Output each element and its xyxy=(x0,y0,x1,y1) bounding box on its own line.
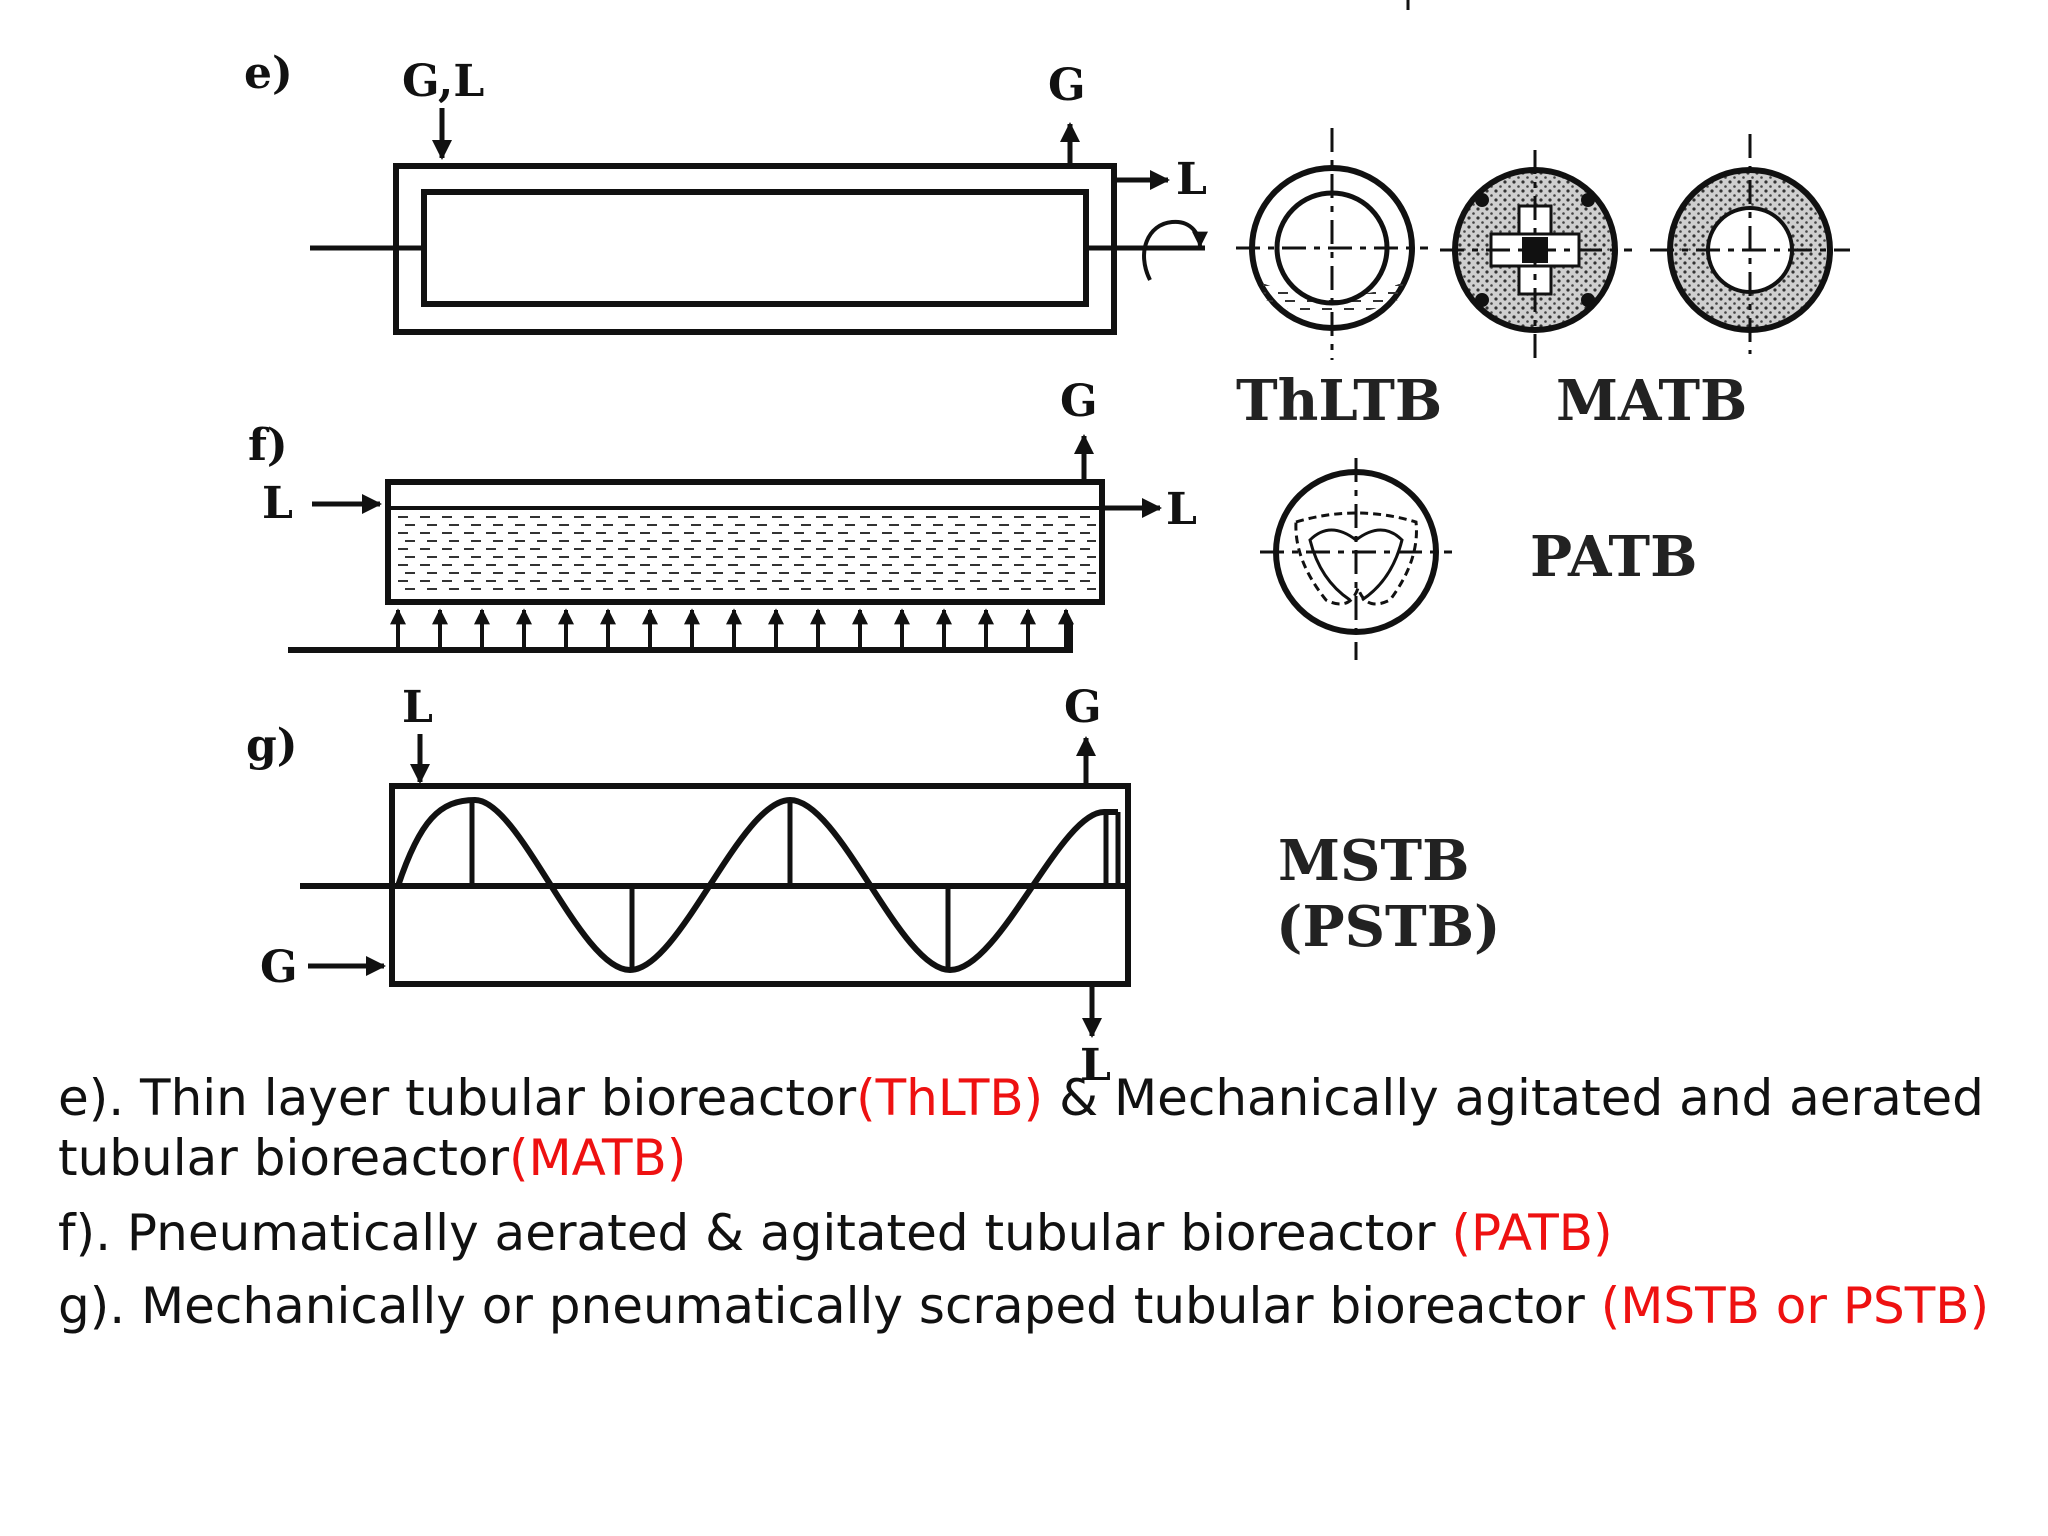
caption-e-abbr: (ThLTB) xyxy=(856,1069,1044,1127)
panel-f-tag: f) xyxy=(248,420,288,471)
thltb-label: ThLTB xyxy=(1236,368,1442,434)
mstb-label: MSTB xyxy=(1278,828,1469,894)
patb-label: PATB xyxy=(1530,524,1697,590)
panel-f-gas-manifold xyxy=(288,622,1073,653)
panel-e: e) G,L G L xyxy=(244,48,1850,434)
thltb-cross-section xyxy=(1236,128,1428,360)
patb-cross-section xyxy=(1260,458,1452,660)
panel-g-scraper-blades xyxy=(469,800,1121,970)
caption-e-text: e). Thin layer tubular bioreactor xyxy=(58,1069,857,1127)
panel-f-gas-out-label: G xyxy=(1060,376,1098,427)
panel-g-tag: g) xyxy=(246,720,298,771)
caption-f-line: f). Pneumatically aerated & agitated tub… xyxy=(58,1198,2038,1268)
panel-f-liquid-in-label: L xyxy=(262,478,293,529)
caption-e-text2: tubular bioreactor xyxy=(58,1129,510,1187)
panel-g-liquid-out-label: L xyxy=(1080,1040,1111,1091)
panel-g-gas-in-label: G xyxy=(260,942,298,993)
caption-f-abbr: (PATB) xyxy=(1451,1204,1613,1262)
panel-g-scraper-screw xyxy=(395,796,1118,974)
caption-g-text: g). Mechanically or pneumatically scrape… xyxy=(58,1277,1601,1335)
caption-e-abbr2: (MATB) xyxy=(509,1129,687,1187)
caption-e-line1: e). Thin layer tubular bioreactor(ThLTB)… xyxy=(58,1068,2038,1128)
panel-e-liquid-out-label: L xyxy=(1176,154,1207,205)
pstb-label: (PSTB) xyxy=(1276,894,1501,960)
caption-f-text: f). Pneumatically aerated & agitated tub… xyxy=(58,1204,1452,1262)
matb-label: MATB xyxy=(1556,368,1747,434)
panel-e-inner-tube xyxy=(421,189,1089,307)
panel-f-sparger-arrows xyxy=(390,608,1074,650)
panel-f: f) L G L xyxy=(248,376,1697,660)
rotation-arrow-icon xyxy=(1142,219,1208,281)
caption: e). Thin layer tubular bioreactor(ThLTB)… xyxy=(58,1068,2038,1344)
panel-f-liquid-out-label: L xyxy=(1166,484,1197,535)
panel-e-gas-out-label: G xyxy=(1048,60,1086,111)
panel-g-gas-out-label: G xyxy=(1064,682,1102,733)
matb-cross-section-agitator xyxy=(1440,150,1632,366)
caption-g-line: g). Mechanically or pneumatically scrape… xyxy=(58,1268,2038,1344)
panel-f-liquid xyxy=(394,512,1096,596)
matb-cross-section-annular xyxy=(1650,134,1850,354)
caption-e-mid: & Mechanically agitated and aerated xyxy=(1043,1069,1984,1127)
caption-e-line2: tubular bioreactor(MATB) xyxy=(58,1128,2038,1188)
panel-g-liquid-in-label: L xyxy=(402,682,433,733)
panel-e-inlet-label: G,L xyxy=(402,56,484,107)
panel-e-tag: e) xyxy=(244,48,293,99)
caption-g-abbr: (MSTB or PSTB) xyxy=(1600,1277,1990,1335)
panel-g: g) L G G L MSTB (PSTB) xyxy=(246,682,1501,1091)
